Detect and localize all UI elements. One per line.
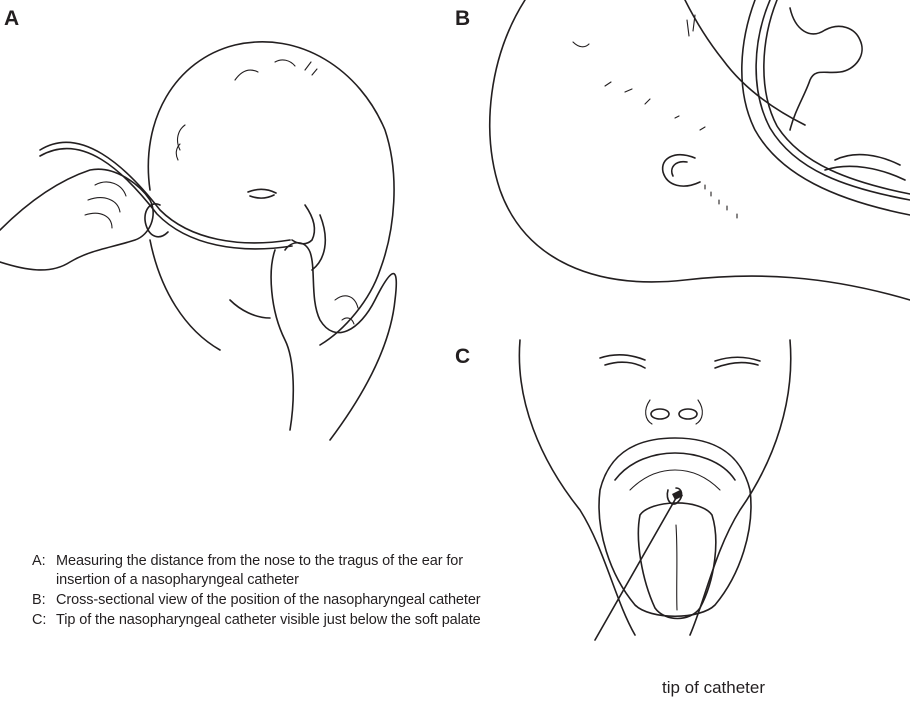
- infant-head-outline: [148, 42, 394, 345]
- panel-c-letter: C: [455, 346, 470, 367]
- infant-nose: [292, 205, 314, 244]
- caption-item-b: B: Cross-sectional view of the position …: [32, 591, 492, 610]
- nose-outline: [646, 400, 703, 424]
- figure-caption: A: Measuring the distance from the nose …: [32, 552, 492, 631]
- torso-line: [150, 240, 220, 350]
- infant-hair-lines: [176, 60, 317, 160]
- head-profile-outline: [490, 0, 910, 300]
- mouth-outline: [599, 438, 751, 616]
- palate-shape: [790, 8, 862, 130]
- tongue-midline: [676, 525, 677, 610]
- caption-item-a: A: Measuring the distance from the nose …: [32, 552, 492, 590]
- right-nostril: [679, 409, 697, 419]
- hair-marks: [573, 42, 705, 130]
- catheter-curve: [756, 0, 910, 200]
- tongue-shape: [825, 155, 905, 180]
- caption-item-c: C: Tip of the nasopharyngeal catheter vi…: [32, 611, 492, 630]
- left-eye: [600, 355, 645, 368]
- illustration-open-mouth: [500, 340, 830, 640]
- left-hand-fingers: [85, 182, 126, 228]
- left-hand-outline: [0, 169, 153, 270]
- caption-key-a: A:: [32, 552, 56, 590]
- caption-key-c: C:: [32, 611, 56, 630]
- palate: [630, 470, 720, 490]
- illustration-cross-section: [455, 0, 910, 320]
- infant-eye: [248, 189, 276, 198]
- right-hand-thumb: [271, 250, 293, 430]
- infant-cheek-chin: [230, 215, 325, 318]
- face-outline: [685, 0, 805, 125]
- caption-text-c: Tip of the nasopharyngeal catheter visib…: [56, 611, 492, 630]
- callout-label-tip-of-catheter: tip of catheter: [662, 679, 765, 696]
- caption-text-b: Cross-sectional view of the position of …: [56, 591, 492, 610]
- upper-gum: [615, 453, 735, 480]
- ear-cross: [663, 155, 700, 186]
- caption-text-a: Measuring the distance from the nose to …: [56, 552, 492, 590]
- caption-key-b: B:: [32, 591, 56, 610]
- left-nostril: [651, 409, 669, 419]
- right-eye: [715, 357, 760, 368]
- neck-dots: [705, 185, 737, 218]
- right-hand-details: [335, 296, 358, 324]
- illustration-measuring-catheter: [0, 0, 420, 470]
